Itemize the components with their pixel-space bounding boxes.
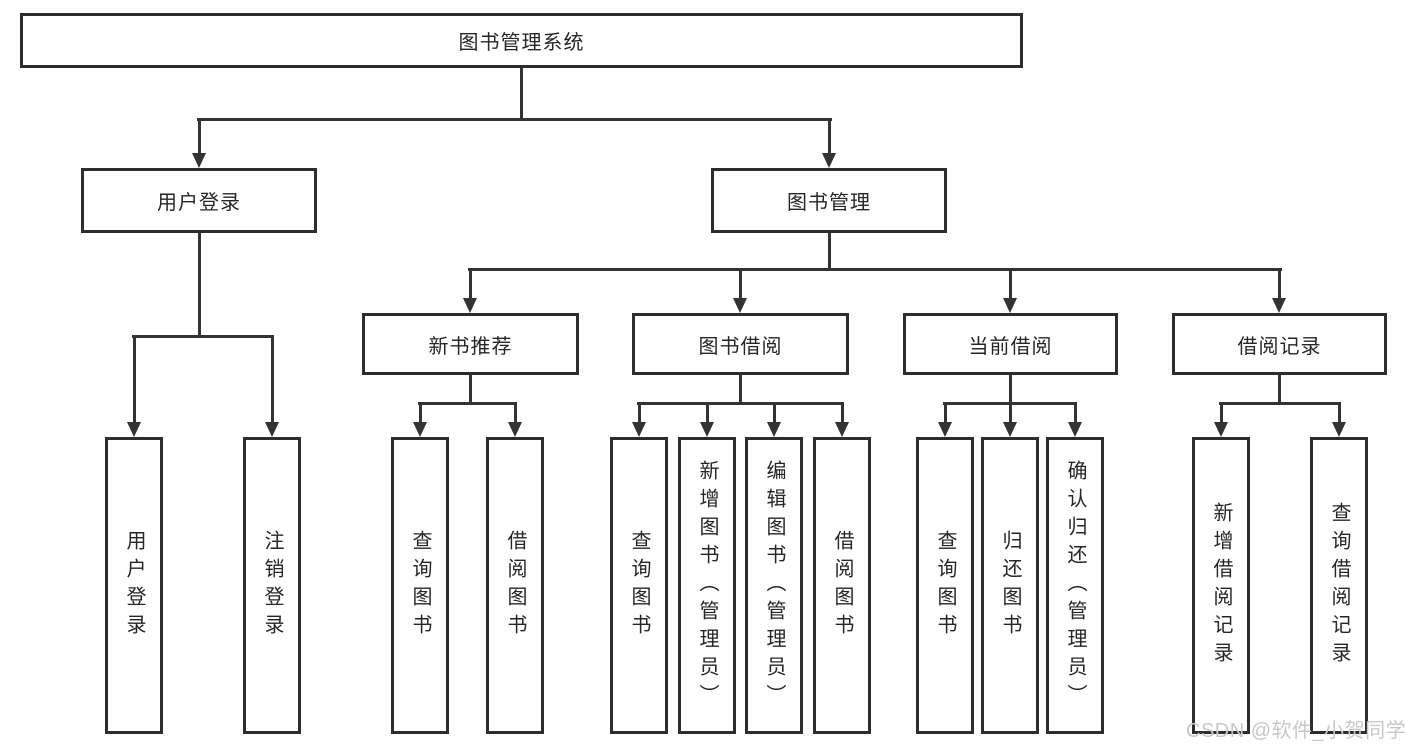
connector-line xyxy=(1278,375,1281,405)
node-user-login-label: 用户登录 xyxy=(157,192,241,214)
arrow-down-icon xyxy=(835,422,849,437)
connector-line xyxy=(1009,268,1012,300)
connector-line xyxy=(271,335,274,424)
connector-line xyxy=(1278,268,1281,300)
arrow-down-icon xyxy=(700,422,714,437)
node-new-book-recommend-label: 新书推荐 xyxy=(428,335,513,358)
leaf-bb-add-books: 新增图书（管理员） xyxy=(678,437,736,734)
arrow-down-icon xyxy=(1272,298,1286,313)
arrow-down-icon xyxy=(1003,422,1017,437)
arrow-down-icon xyxy=(127,422,141,437)
connector-line xyxy=(133,335,136,424)
node-book-management: 图书管理 xyxy=(711,168,947,233)
connector-line xyxy=(419,402,422,424)
leaf-nb-query-books: 查询图书 xyxy=(391,437,449,734)
connector-line xyxy=(132,335,274,338)
leaf-user-login-label: 用户登录 xyxy=(123,529,145,642)
leaf-bb-borrow-books: 借阅图书 xyxy=(813,437,871,734)
connector-line xyxy=(944,402,947,424)
node-borrow-records: 借阅记录 xyxy=(1172,313,1387,375)
connector-line xyxy=(1220,402,1223,424)
connector-line xyxy=(739,375,742,405)
watermark: CSDN @软件_小贺同学 xyxy=(1186,720,1405,742)
arrow-down-icon xyxy=(265,422,279,437)
connector-line xyxy=(638,402,641,424)
node-book-management-label: 图书管理 xyxy=(787,192,871,214)
leaf-nb-borrow-books: 借阅图书 xyxy=(486,437,544,734)
arrow-down-icon xyxy=(733,298,747,313)
node-root: 图书管理系统 xyxy=(20,13,1023,68)
connector-line xyxy=(198,118,201,155)
leaf-br-add-record: 新增借阅记录 xyxy=(1192,437,1250,734)
leaf-cb-confirm-return-label: 确认归还（管理员） xyxy=(1064,459,1086,712)
arrow-down-icon xyxy=(938,422,952,437)
leaf-cb-return-books-label: 归还图书 xyxy=(999,529,1021,642)
connector-line xyxy=(514,402,517,424)
connector-line xyxy=(469,375,472,405)
node-book-borrow-label: 图书借阅 xyxy=(698,335,783,358)
node-book-borrow: 图书借阅 xyxy=(632,313,849,375)
leaf-bb-borrow-books-label: 借阅图书 xyxy=(831,529,853,642)
leaf-bb-edit-books: 编辑图书（管理员） xyxy=(745,437,803,734)
node-current-borrow-label: 当前借阅 xyxy=(968,335,1053,358)
arrow-down-icon xyxy=(508,422,522,437)
leaf-br-query-record-label: 查询借阅记录 xyxy=(1328,501,1350,670)
connector-line xyxy=(468,268,1282,271)
connector-line xyxy=(1009,402,1012,424)
leaf-cb-query-books: 查询图书 xyxy=(916,437,974,734)
connector-line xyxy=(1074,402,1077,424)
connector-line xyxy=(198,233,201,338)
arrow-down-icon xyxy=(1068,422,1082,437)
connector-line xyxy=(773,402,776,424)
arrow-down-icon xyxy=(1332,422,1346,437)
leaf-br-query-record: 查询借阅记录 xyxy=(1310,437,1368,734)
leaf-nb-query-books-label: 查询图书 xyxy=(409,529,431,642)
leaf-bb-query-books-label: 查询图书 xyxy=(628,529,650,642)
connector-line xyxy=(469,268,472,300)
leaf-cb-return-books: 归还图书 xyxy=(981,437,1039,734)
node-root-label: 图书管理系统 xyxy=(458,32,585,54)
connector-line xyxy=(739,268,742,300)
leaf-cb-confirm-return: 确认归还（管理员） xyxy=(1046,437,1104,734)
arrow-down-icon xyxy=(1003,298,1017,313)
connector-line xyxy=(706,402,709,424)
arrow-down-icon xyxy=(822,153,836,168)
connector-line xyxy=(828,118,831,155)
node-borrow-records-label: 借阅记录 xyxy=(1237,335,1322,358)
leaf-logout-label: 注销登录 xyxy=(261,529,283,642)
leaf-cb-query-books-label: 查询图书 xyxy=(934,529,956,642)
leaf-bb-query-books: 查询图书 xyxy=(610,437,668,734)
connector-line xyxy=(520,68,523,120)
arrow-down-icon xyxy=(1214,422,1228,437)
leaf-bb-edit-books-label: 编辑图书（管理员） xyxy=(763,459,785,712)
connector-line xyxy=(1338,402,1341,424)
leaf-nb-borrow-books-label: 借阅图书 xyxy=(504,529,526,642)
connector-line xyxy=(197,118,832,121)
arrow-down-icon xyxy=(632,422,646,437)
connector-line xyxy=(1219,402,1341,405)
leaf-br-add-record-label: 新增借阅记录 xyxy=(1210,501,1232,670)
leaf-bb-add-books-label: 新增图书（管理员） xyxy=(696,459,718,712)
node-new-book-recommend: 新书推荐 xyxy=(362,313,579,375)
connector-line xyxy=(841,402,844,424)
arrow-down-icon xyxy=(192,153,206,168)
leaf-logout: 注销登录 xyxy=(243,437,301,734)
arrow-down-icon xyxy=(413,422,427,437)
connector-line xyxy=(637,402,844,405)
leaf-user-login: 用户登录 xyxy=(105,437,163,734)
node-user-login: 用户登录 xyxy=(81,168,317,233)
arrow-down-icon xyxy=(463,298,477,313)
connector-line xyxy=(1009,375,1012,405)
connector-line xyxy=(828,233,831,271)
arrow-down-icon xyxy=(767,422,781,437)
connector-line xyxy=(418,402,517,405)
node-current-borrow: 当前借阅 xyxy=(903,313,1118,375)
